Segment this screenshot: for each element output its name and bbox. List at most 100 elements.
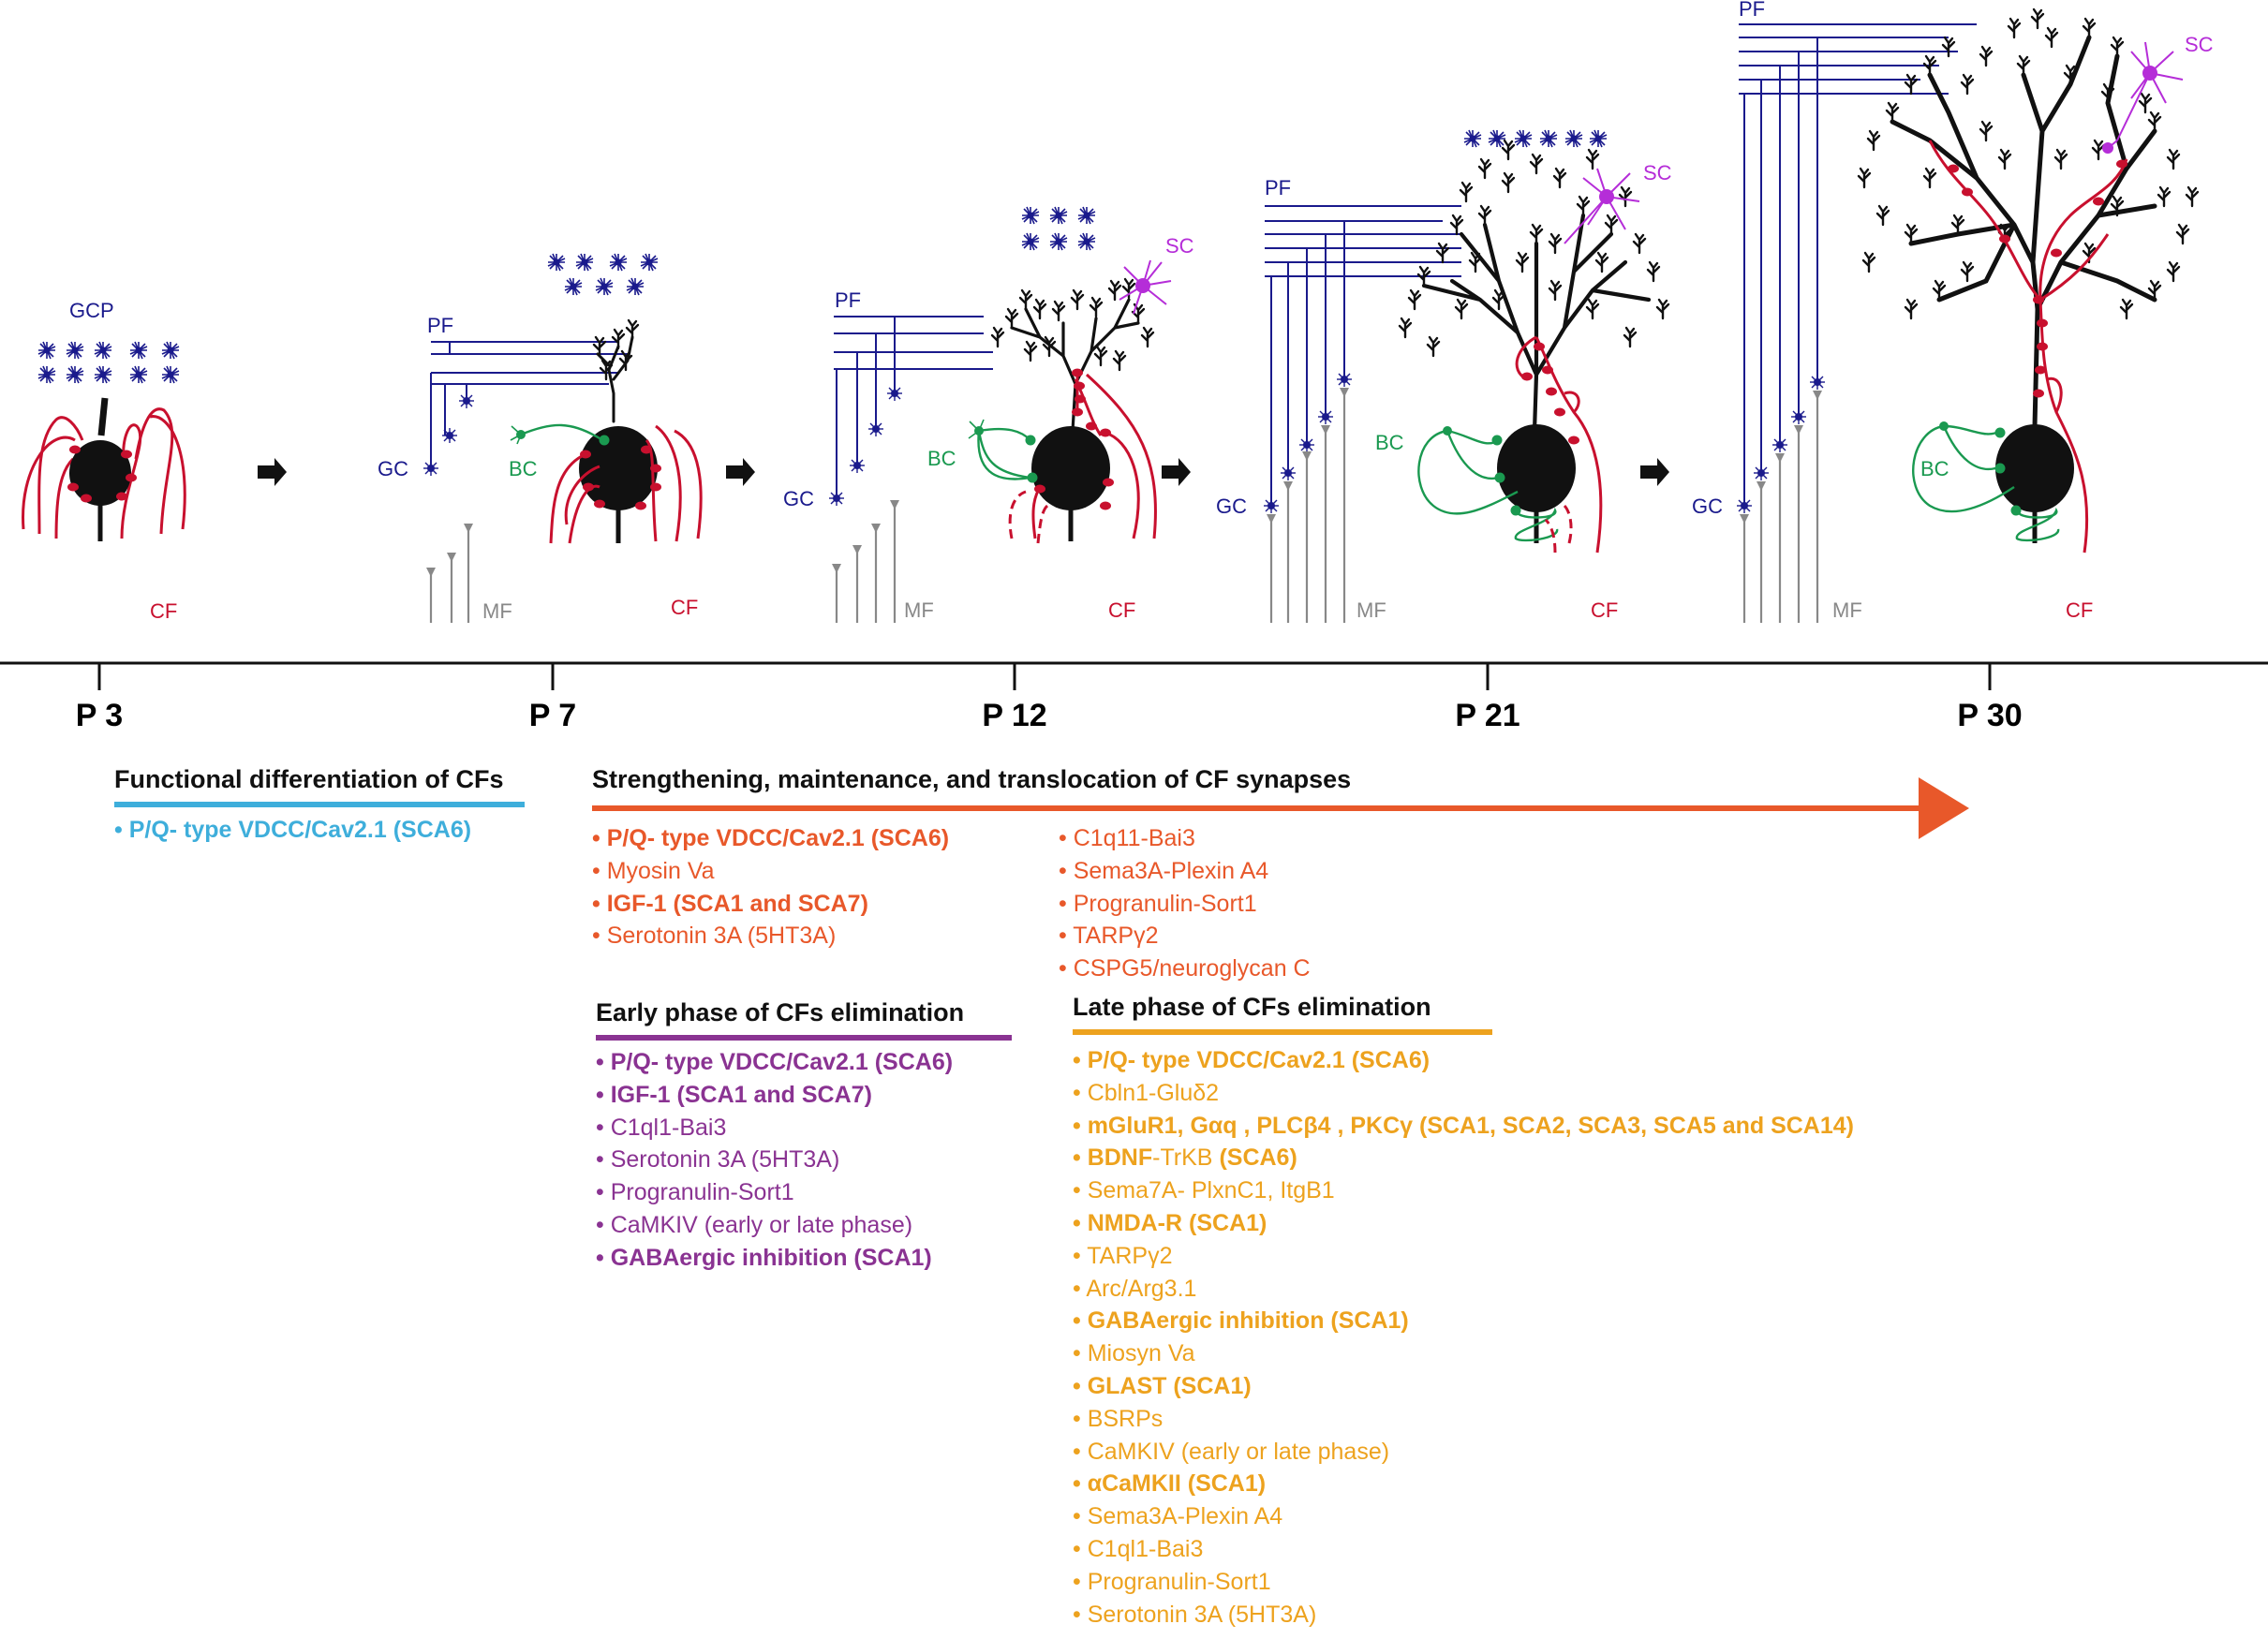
stage-p3: GCP CF bbox=[22, 299, 186, 623]
list-item: • NMDA-R (SCA1) bbox=[1073, 1207, 1854, 1240]
list-item: • Progranulin-Sort1 bbox=[596, 1176, 1012, 1209]
list-item-text: • P/Q- type VDCC/Cav2.1 (SCA6) bbox=[1073, 1047, 1430, 1073]
bc-label: BC bbox=[927, 447, 956, 470]
list-item-text: • Myosin Va bbox=[592, 857, 715, 884]
list-item: • CaMKIV (early or late phase) bbox=[596, 1209, 1012, 1242]
granule-cell-precursors bbox=[37, 341, 180, 384]
list-item: • BDNF-TrKB (SCA6) bbox=[1073, 1142, 1854, 1174]
list-item-text: (SCA6) bbox=[1219, 1144, 1297, 1172]
list-item: • Progranulin-Sort1 bbox=[1059, 888, 1311, 921]
list-item-text: • BDNF bbox=[1073, 1144, 1153, 1172]
mf-label: MF bbox=[482, 599, 512, 623]
list-item-text: -TrKB bbox=[1152, 1144, 1220, 1172]
list-item-text: • GLAST (SCA1) bbox=[1073, 1372, 1252, 1399]
cf-label: CF bbox=[1591, 598, 1618, 622]
section-strengthening-left-list: • P/Q- type VDCC/Cav2.1 (SCA6)• Myosin V… bbox=[592, 822, 949, 952]
section-title: Functional differentiation of CFs bbox=[114, 765, 504, 793]
list-item-text: • mGluR1, Gαq , PLCβ4 , PKCγ (SCA1, SCA2… bbox=[1073, 1112, 1854, 1139]
mf-label: MF bbox=[1832, 598, 1862, 622]
pf-label: PF bbox=[427, 314, 453, 337]
list-item: • Serotonin 3A (5HT3A) bbox=[1073, 1599, 1854, 1632]
list-item-text: • Arc/Arg3.1 bbox=[1073, 1275, 1197, 1302]
list-item-text: • TARPγ2 bbox=[1059, 923, 1159, 950]
stellate-cell bbox=[1119, 259, 1172, 315]
section-early-elimination: Early phase of CFs elimination • P/Q- ty… bbox=[596, 998, 1012, 1275]
item-list: • P/Q- type VDCC/Cav2.1 (SCA6)• Myosin V… bbox=[592, 822, 949, 952]
list-item-text: • Serotonin 3A (5HT3A) bbox=[592, 923, 837, 950]
parallel-fibers bbox=[1739, 23, 1977, 506]
list-item: • GABAergic inhibition (SCA1) bbox=[596, 1242, 1012, 1275]
list-item-text: • Serotonin 3A (5HT3A) bbox=[596, 1146, 840, 1174]
list-item-text: • αCaMKII (SCA1) bbox=[1073, 1470, 1267, 1498]
list-item: • C1ql1-Bai3 bbox=[1073, 1533, 1854, 1566]
list-item-text: • BSRPs bbox=[1073, 1405, 1164, 1432]
granule-cells-egl bbox=[547, 253, 659, 296]
list-item-text: • Sema3A-Plexin A4 bbox=[1073, 1503, 1283, 1530]
list-item: • TARPγ2 bbox=[1059, 920, 1311, 952]
list-item-text: • Progranulin-Sort1 bbox=[1059, 890, 1257, 917]
basket-cell bbox=[510, 423, 610, 446]
arrow-icon bbox=[258, 458, 287, 486]
section-strengthening-right-list: • C1q11-Bai3 • Sema3A-Plexin A4• Progranu… bbox=[1059, 822, 1311, 985]
stage-p12: PF GC MF SC BC bbox=[783, 206, 1194, 623]
stage-p21: PF GC MF SC bbox=[1216, 129, 1672, 623]
purkinje-cell bbox=[1398, 139, 1670, 543]
list-item: • Myosin Va bbox=[592, 855, 949, 888]
parallel-fibers bbox=[430, 341, 628, 468]
list-item-text: • C1ql1-Bai3 bbox=[1073, 1535, 1204, 1562]
pf-label: PF bbox=[1739, 0, 1765, 21]
mf-label: MF bbox=[1356, 598, 1386, 622]
list-item: • P/Q- type VDCC/Cav2.1 (SCA6) bbox=[596, 1046, 1012, 1079]
tick-p30: P 30 bbox=[1957, 698, 2022, 733]
gc-label: GC bbox=[378, 457, 408, 480]
list-item-text: • CaMKIV (early or late phase) bbox=[1073, 1438, 1390, 1465]
list-item: • TARPγ2 bbox=[1073, 1240, 1854, 1273]
gc-label: GC bbox=[783, 487, 814, 510]
list-item-text: • C1q11-Bai3 bbox=[1059, 825, 1195, 851]
arrow-icon bbox=[1162, 458, 1191, 486]
section-underline bbox=[1073, 1029, 1492, 1035]
list-item: • C1q11-Bai3 bbox=[1059, 822, 1311, 855]
list-item-text: • P/Q- type VDCC/Cav2.1 (SCA6) bbox=[596, 1049, 954, 1075]
list-item: • Miosyn Va bbox=[1073, 1337, 1854, 1370]
list-item: • Sema3A-Plexin A4 bbox=[1073, 1500, 1854, 1533]
list-item: • IGF-1 (SCA1 and SCA7) bbox=[592, 888, 949, 921]
granule-cells-egl bbox=[1021, 206, 1096, 251]
stage-arrows bbox=[258, 458, 1669, 486]
tick-p3: P 3 bbox=[76, 698, 123, 733]
list-item-text: • CSPG5/neuroglycan C bbox=[1059, 955, 1311, 982]
tick-p21: P 21 bbox=[1455, 698, 1519, 733]
list-item-text: • NMDA-R (SCA1) bbox=[1073, 1209, 1267, 1236]
list-item-text: • TARPγ2 bbox=[1073, 1242, 1173, 1269]
list-item: • BSRPs bbox=[1073, 1403, 1854, 1436]
climbing-fibers bbox=[549, 424, 703, 544]
list-item: • Sema7A- PlxnC1, ItgB1 bbox=[1073, 1174, 1854, 1207]
list-item: • mGluR1, Gαq , PLCβ4 , PKCγ (SCA1, SCA2… bbox=[1073, 1110, 1854, 1143]
section-underline bbox=[114, 802, 525, 807]
list-item-text: • GABAergic inhibition (SCA1) bbox=[1073, 1307, 1409, 1335]
list-item: • Sema3A-Plexin A4 bbox=[1059, 855, 1311, 888]
mossy-fibers bbox=[835, 506, 897, 623]
list-item-text: • Cbln1-Gluδ2 bbox=[1073, 1079, 1220, 1106]
list-item: • C1ql1-Bai3 bbox=[596, 1112, 1012, 1144]
stellate-cell bbox=[2105, 41, 2184, 151]
pf-label: PF bbox=[1265, 176, 1291, 199]
list-item-text: • IGF-1 (SCA1 and SCA7) bbox=[596, 1081, 872, 1108]
section-title: Early phase of CFs elimination bbox=[596, 998, 965, 1026]
list-item: • αCaMKII (SCA1) bbox=[1073, 1468, 1854, 1500]
purkinje-cell bbox=[579, 318, 658, 543]
stage-p7: PF GC MF BC bbox=[378, 253, 703, 623]
stellate-cell bbox=[1564, 168, 1640, 244]
list-item: • P/Q- type VDCC/Cav2.1 (SCA6) bbox=[1073, 1044, 1854, 1077]
list-item: • P/Q- type VDCC/Cav2.1 (SCA6) bbox=[114, 814, 525, 847]
parallel-fibers bbox=[1265, 205, 1461, 506]
list-item: • P/Q- type VDCC/Cav2.1 (SCA6) bbox=[592, 822, 949, 855]
gc-label: GC bbox=[1692, 495, 1723, 518]
purkinje-cell bbox=[69, 397, 131, 541]
tick-p12: P 12 bbox=[982, 698, 1046, 733]
list-item: • Cbln1-Gluδ2 bbox=[1073, 1077, 1854, 1110]
cf-label: CF bbox=[150, 599, 177, 623]
section-functional: Functional differentiation of CFs • P/Q-… bbox=[114, 765, 525, 847]
timeline: P 3 P 7 P 12 P 21 P 30 bbox=[0, 661, 2268, 733]
